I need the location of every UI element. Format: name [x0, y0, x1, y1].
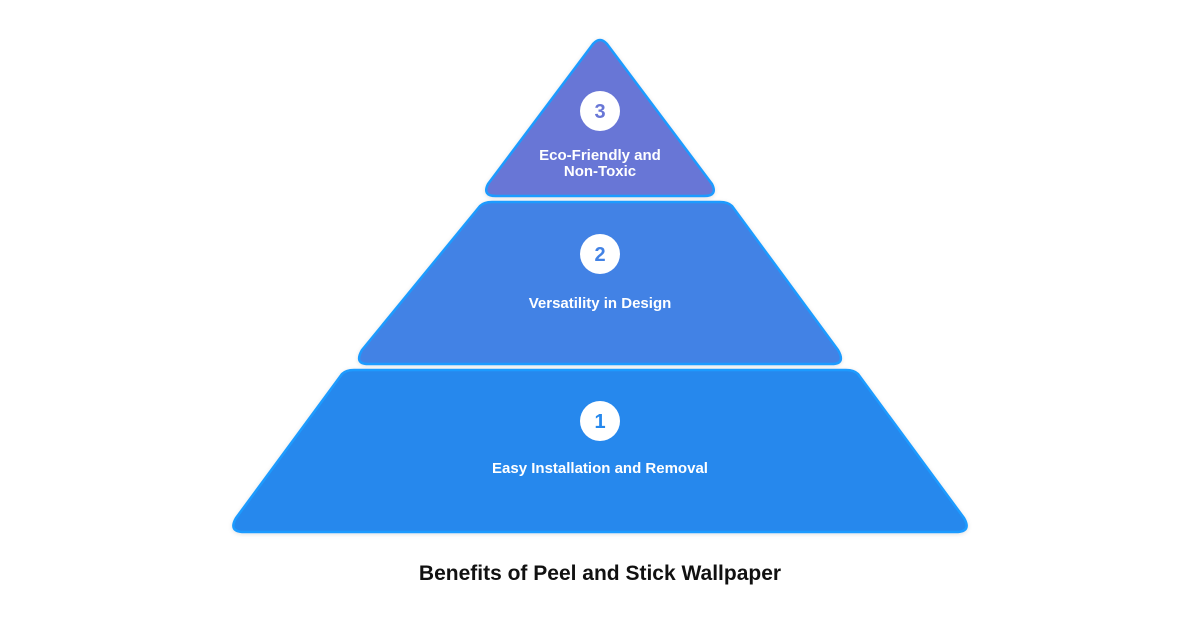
tier-2: 2 Versatility in Design [357, 200, 843, 366]
tier-3-badge [580, 91, 620, 131]
tier-3-label-line-1: Eco-Friendly and [539, 147, 661, 164]
diagram-caption: Benefits of Peel and Stick Wallpaper [418, 562, 782, 585]
tier-1-label: Easy Installation and Removal [492, 460, 708, 477]
tier-3: 3 Eco-Friendly and Non-Toxic [485, 38, 715, 198]
tier-1-number: 1 [594, 411, 605, 433]
tier-2-shape [357, 200, 843, 366]
tier-3-label-line-2: Non-Toxic [564, 163, 636, 180]
tier-2-badge [580, 234, 620, 274]
tier-1-shape [232, 368, 968, 534]
tier-2-number: 2 [594, 244, 605, 266]
tier-3-number: 3 [594, 101, 605, 123]
tier-1-badge [580, 401, 620, 441]
tier-1: 1 Easy Installation and Removal [232, 368, 968, 534]
tier-2-label: Versatility in Design [529, 295, 672, 312]
